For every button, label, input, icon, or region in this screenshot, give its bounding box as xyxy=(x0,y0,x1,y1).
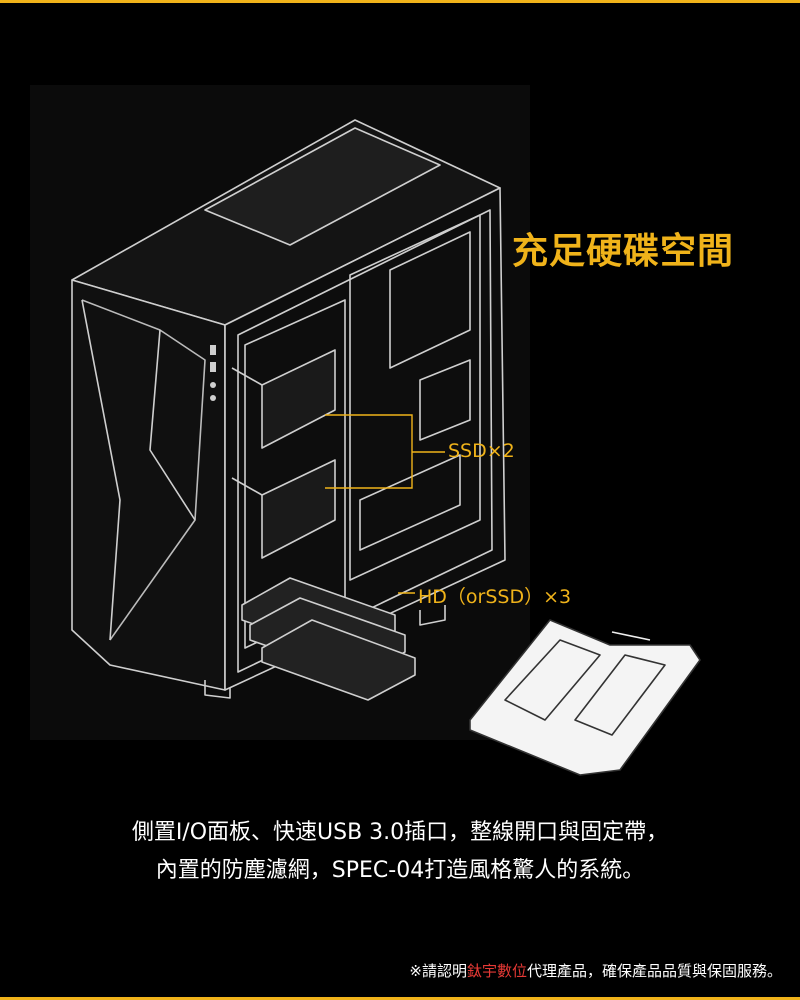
ssd-drive xyxy=(261,459,336,559)
ssd-callout-label: SSD×2 xyxy=(448,440,515,462)
description-line-2: 內置的防塵濾網，SPEC-04打造風格驚人的系統。 xyxy=(155,858,645,883)
footer-highlight: 鈦宇數位 xyxy=(466,962,527,980)
ssd-drive xyxy=(261,349,336,449)
front-io-ports xyxy=(210,345,216,401)
case-side-frame xyxy=(224,187,506,691)
hd-callout-label: HD（orSSD）×3 xyxy=(418,586,572,608)
bottom-accent-bar xyxy=(0,997,800,1000)
description-line-1: 側置I/O面板、快速USB 3.0插口，整線開口與固定帶， xyxy=(131,820,669,845)
footer-suffix: 代理產品，確保產品品質與保固服務。 xyxy=(526,962,782,980)
hd-tray xyxy=(261,619,416,701)
footer-notice: ※請認明鈦宇數位代理產品，確保產品品質與保固服務。 xyxy=(409,960,782,981)
case-front-panel xyxy=(71,279,226,691)
detached-hd-tray xyxy=(469,619,701,776)
headline: 充足硬碟空間 xyxy=(512,231,735,272)
top-accent-bar xyxy=(0,0,800,3)
case-foot xyxy=(204,680,231,699)
front-bezel-accent xyxy=(81,299,206,641)
top-mesh xyxy=(204,127,441,246)
footer-prefix: ※請認明 xyxy=(409,962,467,980)
